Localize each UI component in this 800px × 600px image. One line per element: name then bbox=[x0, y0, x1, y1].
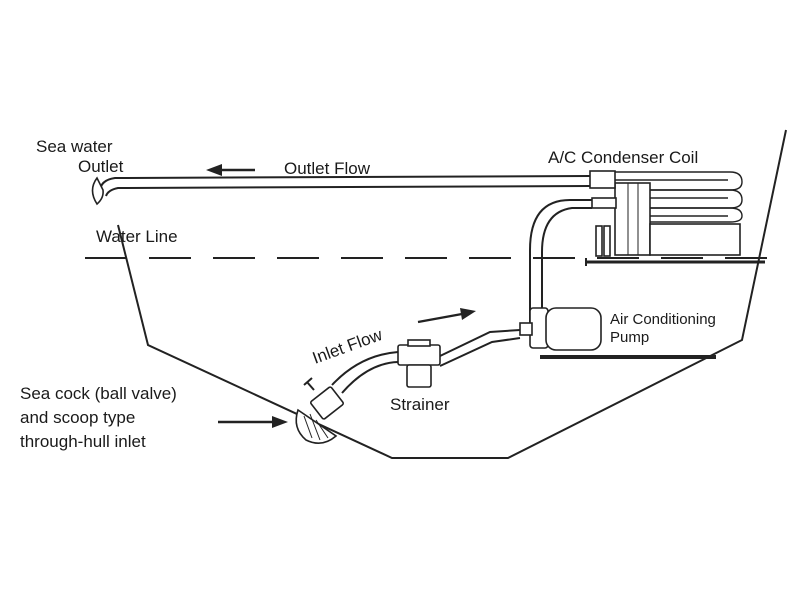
label-outlet-flow: Outlet Flow bbox=[284, 159, 371, 178]
label-inlet-flow: Inlet Flow bbox=[310, 325, 386, 368]
label-condenser: A/C Condenser Coil bbox=[548, 148, 698, 167]
outlet-pipe bbox=[99, 175, 591, 197]
label-outlet: Outlet bbox=[78, 157, 124, 176]
label-strainer: Strainer bbox=[390, 395, 450, 414]
label-water-line: Water Line bbox=[96, 227, 178, 246]
pump-to-condenser-pipe bbox=[529, 199, 592, 325]
label-seacock-line3: through-hull inlet bbox=[20, 432, 146, 451]
outlet-fitting bbox=[91, 176, 104, 206]
outlet-flow-arrow bbox=[206, 164, 255, 176]
condenser-coil bbox=[589, 170, 743, 257]
strainer-to-pump-pipe bbox=[439, 329, 521, 367]
seacock-pointer-arrow bbox=[218, 416, 288, 428]
label-pump-line1: Air Conditioning bbox=[610, 311, 716, 328]
inlet-flow-arrow bbox=[417, 308, 476, 324]
strainer bbox=[397, 339, 441, 388]
label-seacock-line2: and scoop type bbox=[20, 408, 135, 427]
condenser-shelf bbox=[585, 258, 765, 266]
label-pump-line2: Pump bbox=[610, 329, 649, 346]
hull-outline bbox=[117, 129, 787, 459]
ac-pump bbox=[519, 307, 602, 351]
scoop-through-hull bbox=[295, 408, 338, 444]
sea-cock-valve bbox=[303, 377, 345, 420]
label-sea-water: Sea water bbox=[36, 137, 113, 156]
seacock-to-strainer-pipe bbox=[331, 351, 399, 394]
label-seacock-line1: Sea cock (ball valve) bbox=[20, 384, 177, 403]
